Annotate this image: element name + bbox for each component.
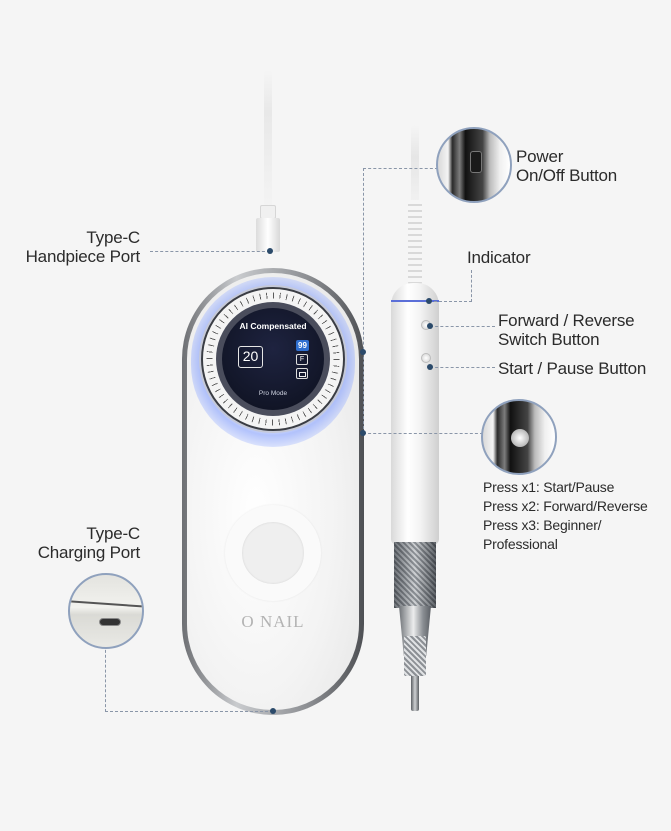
label-line: Power: [516, 147, 564, 166]
handpiece-body: [391, 283, 439, 545]
label-line: Switch Button: [498, 330, 600, 349]
connector-charging-vertical: [105, 640, 106, 712]
knurled-collar: [404, 636, 426, 676]
battery-icon: [296, 368, 308, 379]
connector-charging: [105, 711, 273, 712]
connector-indicator-vertical: [471, 270, 472, 302]
charging-port-closeup: [68, 573, 144, 649]
label-line: Indicator: [467, 248, 531, 267]
label-handpiece-port: Type-C Handpiece Port: [25, 228, 141, 266]
main-unit-cable: [264, 70, 272, 210]
badge-99: 99: [296, 340, 309, 351]
instruction-line: Press x3: Beginner/: [483, 517, 602, 533]
connector-power-vertical: [363, 168, 364, 434]
label-line: Type-C: [86, 524, 140, 543]
label-indicator: Indicator: [467, 248, 531, 267]
label-forward-reverse: Forward / Reverse Switch Button: [498, 311, 635, 349]
press-instructions: Press x1: Start/Pause Press x2: Forward/…: [483, 478, 648, 554]
label-line: Type-C: [86, 228, 140, 247]
connector-dot: [360, 349, 366, 355]
connector-dot: [426, 298, 432, 304]
connector-dot: [427, 364, 433, 370]
label-power-button: Power On/Off Button: [516, 147, 617, 185]
display-screen: AI Compensated 20 99 F Pro Mode: [222, 308, 324, 410]
knurled-grip: [394, 542, 436, 608]
indicator-light: [391, 300, 439, 302]
label-charging-port: Type-C Charging Port: [38, 524, 140, 562]
label-line: Charging Port: [37, 543, 140, 562]
main-control-unit: AI Compensated 20 99 F Pro Mode O NAIL: [182, 268, 364, 715]
logo-ring-icon: [225, 505, 321, 601]
strain-relief: [408, 200, 422, 286]
housing-edge: [70, 600, 142, 608]
connector-dot: [360, 430, 366, 436]
drill-bit: [411, 676, 419, 711]
power-switch-icon: [470, 151, 482, 173]
brand-logo: O NAIL: [241, 612, 305, 631]
connector-forward-reverse: [430, 326, 495, 327]
handpiece-cable: [411, 125, 419, 205]
side-button-closeup: [481, 399, 557, 475]
speed-dial[interactable]: AI Compensated 20 99 F Pro Mode: [201, 287, 345, 431]
type-c-plug-body: [256, 218, 280, 252]
push-button-icon: [511, 429, 529, 447]
connector-dot: [270, 708, 276, 714]
instruction-line: Professional: [483, 536, 558, 552]
label-line: Forward / Reverse: [498, 311, 635, 330]
label-line: Start / Pause Button: [498, 359, 647, 378]
connector-dot: [427, 323, 433, 329]
usb-c-port-icon: [99, 618, 121, 626]
connector-indicator: [429, 301, 472, 302]
start-pause-button[interactable]: [421, 353, 431, 363]
connector-dot: [267, 248, 273, 254]
connector-power-top: [363, 168, 438, 169]
speed-value: 20: [238, 346, 263, 368]
label-line: Handpiece Port: [25, 247, 141, 266]
connector-side-button: [363, 433, 483, 434]
instruction-line: Press x1: Start/Pause: [483, 479, 615, 495]
power-button-closeup: [436, 127, 512, 203]
badge-f: F: [296, 354, 308, 365]
label-start-pause: Start / Pause Button: [498, 359, 646, 378]
type-c-plug-handpiece: [260, 205, 276, 219]
screen-mode: Pro Mode: [258, 390, 288, 397]
label-line: On/Off Button: [516, 166, 618, 185]
screen-title: AI Compensated: [239, 321, 307, 331]
connector-handpiece-port: [150, 251, 270, 252]
instruction-line: Press x2: Forward/Reverse: [483, 498, 648, 514]
connector-start-pause: [430, 367, 495, 368]
